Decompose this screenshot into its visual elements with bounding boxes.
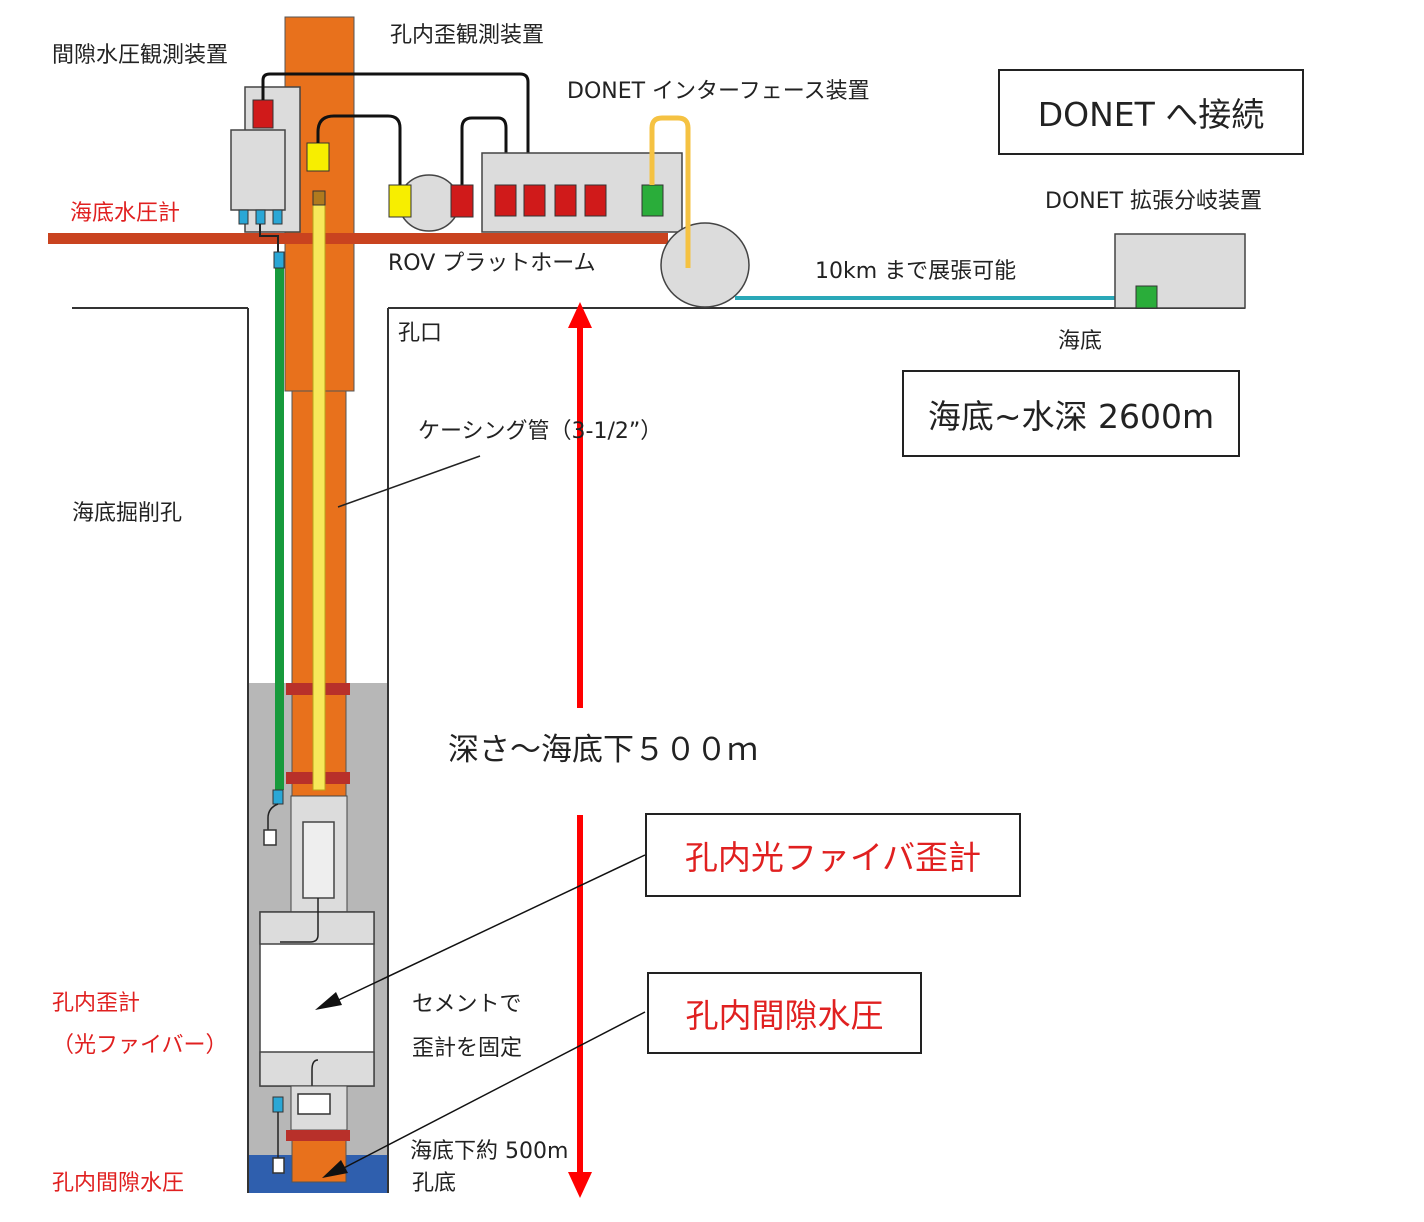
label-hole-mouth: 孔口 bbox=[398, 321, 443, 346]
strain-wire bbox=[280, 898, 319, 943]
red-connector bbox=[252, 99, 274, 129]
casing-collar bbox=[286, 1130, 350, 1141]
label-interface-device: DONET インターフェース装置 bbox=[567, 79, 870, 104]
seafloor-pressure-band bbox=[48, 233, 668, 244]
blue-connector bbox=[238, 209, 249, 225]
label-pore-pressure: 孔内間隙水圧 bbox=[52, 1171, 185, 1196]
black-cable bbox=[261, 72, 530, 185]
red-connector bbox=[450, 184, 474, 218]
box-pore-pressure: 孔内間隙水圧 bbox=[647, 972, 922, 1054]
label-seafloor-pressure-gauge: 海底水圧計 bbox=[70, 201, 181, 226]
blue-connector bbox=[273, 251, 285, 269]
pore-wire bbox=[267, 803, 279, 830]
label-rov-platform: ROV プラットホーム bbox=[388, 251, 596, 276]
label-cement-2: 歪計を固定 bbox=[412, 1036, 523, 1061]
box-connect-donet: DONET へ接続 bbox=[998, 69, 1304, 155]
label-strain-gauge-2: （光ファイバー） bbox=[52, 1033, 228, 1058]
branch-unit-body bbox=[1114, 233, 1246, 309]
label-borehole: 海底掘削孔 bbox=[72, 501, 183, 526]
box-water-depth-text: 海底~水深 2600m bbox=[927, 396, 1215, 436]
label-bottom-2: 孔底 bbox=[412, 1171, 457, 1196]
depth-arrow bbox=[568, 302, 592, 1198]
box-pore-pressure-text: 孔内間隙水圧 bbox=[685, 996, 884, 1035]
strain-gauge-bottom bbox=[259, 1051, 375, 1087]
label-seafloor: 海底 bbox=[1058, 329, 1103, 354]
red-connector bbox=[554, 184, 577, 217]
blue-connector bbox=[272, 1096, 284, 1113]
green-connector bbox=[641, 184, 664, 217]
cable-spool bbox=[660, 222, 750, 308]
casing-leader bbox=[337, 455, 481, 508]
callout-arrow-fiber bbox=[315, 854, 646, 1010]
green-connector bbox=[1135, 285, 1158, 309]
box-fiber-strain-text: 孔内光ファイバ歪計 bbox=[684, 838, 982, 877]
fiber-top-plug bbox=[312, 190, 326, 206]
label-pore-pressure-device: 間隙水圧観測装置 bbox=[52, 43, 229, 68]
fiber-top-connector bbox=[306, 142, 330, 172]
strain-sensor-capsule bbox=[302, 821, 335, 899]
green-cable bbox=[275, 268, 284, 790]
red-connector bbox=[523, 184, 546, 217]
black-cable bbox=[316, 114, 402, 185]
pore-sensor bbox=[272, 1157, 285, 1174]
connector-wire bbox=[259, 224, 279, 252]
box-connect-donet-text: DONET へ接続 bbox=[1037, 95, 1265, 134]
blue-connector bbox=[255, 209, 266, 225]
label-bottom-1: 海底下約 500m bbox=[410, 1139, 569, 1164]
callout-arrow-pore bbox=[322, 1011, 646, 1178]
red-connector bbox=[494, 184, 517, 217]
label-cement-1: セメントで bbox=[412, 992, 522, 1017]
strain-wire bbox=[311, 1059, 319, 1090]
pore-sensor bbox=[263, 829, 277, 846]
yellow-connector bbox=[388, 184, 412, 218]
blue-connector bbox=[272, 789, 284, 805]
fiber-cable bbox=[312, 204, 326, 791]
label-casing: ケーシング管（3-1/2”） bbox=[418, 419, 663, 444]
box-fiber-strain: 孔内光ファイバ歪計 bbox=[645, 813, 1021, 897]
label-extension: 10km まで展張可能 bbox=[815, 259, 1017, 284]
orange-cable bbox=[649, 115, 691, 268]
label-strain-device: 孔内歪観測装置 bbox=[390, 23, 545, 48]
lower-sensor bbox=[297, 1093, 331, 1115]
pore-pressure-device-body bbox=[230, 129, 286, 211]
label-strain-gauge-1: 孔内歪計 bbox=[52, 991, 141, 1016]
red-connector bbox=[584, 184, 607, 217]
box-water-depth: 海底~水深 2600m bbox=[902, 370, 1240, 457]
label-depth: 深さ～海底下５００ｍ bbox=[448, 732, 758, 768]
label-branch-unit: DONET 拡張分岐装置 bbox=[1045, 189, 1263, 214]
blue-connector bbox=[272, 209, 283, 225]
black-cable bbox=[460, 116, 508, 185]
